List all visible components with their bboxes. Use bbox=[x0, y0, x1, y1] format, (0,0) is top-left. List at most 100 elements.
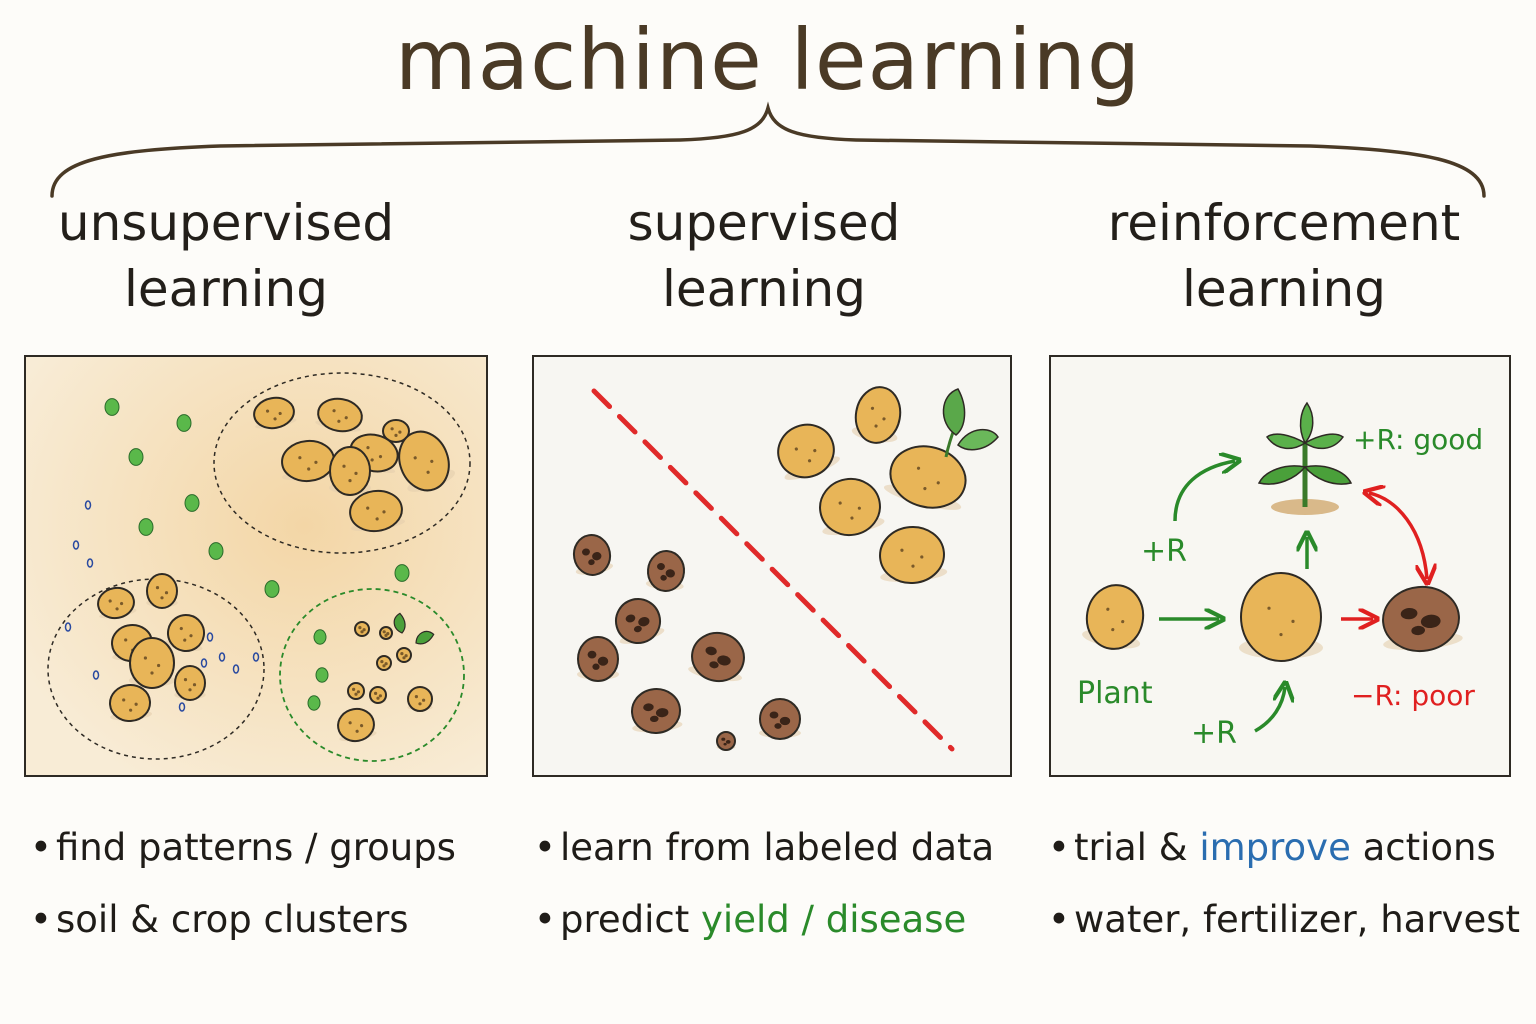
reinforcement-bullets: •trial & improve actions •water, fertili… bbox=[1048, 812, 1520, 956]
potato-icon bbox=[407, 686, 433, 712]
pebble-icon bbox=[84, 500, 92, 510]
reinforcement-panel: +R +R: good Plant +R −R: poor bbox=[1049, 355, 1511, 777]
sprout-icon bbox=[138, 518, 154, 536]
pebble-icon bbox=[252, 652, 260, 662]
diseased-potato-icon bbox=[615, 598, 665, 644]
supervised-bullets: •learn from labeled data •predict yield … bbox=[534, 812, 994, 956]
diseased-potato-icon bbox=[572, 534, 614, 576]
diseased-potato-icon bbox=[688, 631, 745, 683]
pebble-icon bbox=[64, 622, 72, 632]
supervised-title: supervised learning bbox=[534, 190, 994, 322]
classification-illustration bbox=[572, 386, 999, 752]
pebble-icon bbox=[92, 670, 100, 680]
sprout-icon bbox=[307, 695, 321, 711]
potato-icon bbox=[1239, 572, 1323, 662]
potato-icon bbox=[128, 637, 176, 689]
potato-icon bbox=[337, 707, 377, 743]
potato-icon bbox=[819, 477, 885, 537]
potato-icon bbox=[329, 446, 371, 496]
leaf-icon bbox=[942, 388, 999, 458]
supervised-panel bbox=[532, 355, 1012, 777]
sprout-icon bbox=[264, 580, 280, 598]
reinforcement-title: reinforcement learning bbox=[1054, 190, 1514, 322]
bullet-prefix: predict bbox=[560, 898, 702, 941]
leaf-icon bbox=[415, 630, 435, 645]
bullet-text: soil & crop clusters bbox=[56, 898, 409, 941]
potato-icon bbox=[851, 386, 902, 444]
potato-icon bbox=[146, 573, 178, 609]
potato-icon bbox=[879, 525, 948, 585]
reinforcement-loop-illustration: +R +R: good Plant +R −R: poor bbox=[1077, 401, 1483, 751]
pebble-icon bbox=[200, 658, 208, 668]
bullet-item: •predict yield / disease bbox=[534, 898, 967, 941]
feedback-arrow bbox=[1369, 493, 1427, 579]
potato-icon bbox=[379, 626, 393, 640]
unsupervised-title: unsupervised learning bbox=[0, 190, 456, 322]
supervised-title-line2: learning bbox=[662, 260, 866, 318]
potato-icon bbox=[382, 419, 410, 443]
potato-icon bbox=[369, 686, 387, 704]
leaf-icon bbox=[393, 612, 406, 634]
potato-icon bbox=[315, 397, 363, 433]
poor-label: −R: poor bbox=[1351, 679, 1475, 712]
potato-icon bbox=[777, 423, 840, 480]
reward-arrow-bottom bbox=[1254, 687, 1285, 733]
potato-icon bbox=[253, 396, 297, 430]
potato-icon bbox=[398, 430, 456, 492]
pebble-icon bbox=[72, 540, 80, 550]
potato-icon bbox=[883, 445, 967, 510]
diseased-potato-icon bbox=[759, 698, 801, 740]
unsupervised-title-line1: unsupervised bbox=[57, 194, 395, 252]
potato-icon bbox=[97, 586, 137, 620]
potato-icon bbox=[354, 621, 370, 637]
sprout-icon bbox=[313, 629, 327, 645]
potato-icon bbox=[281, 439, 337, 483]
unsupervised-bullets: •find patterns / groups •soil & crop clu… bbox=[30, 812, 456, 956]
reinforcement-title-line1: reinforcement bbox=[1107, 194, 1461, 252]
pebble-icon bbox=[86, 558, 94, 568]
cluster-boundary-right bbox=[279, 588, 465, 762]
potato-icon bbox=[174, 665, 206, 701]
plant-label: Plant bbox=[1077, 676, 1153, 711]
bullet-highlight: yield / disease bbox=[701, 898, 967, 941]
pebble-icon bbox=[178, 702, 186, 712]
potato-icon bbox=[396, 647, 412, 663]
potato-icon bbox=[376, 655, 392, 671]
potato-icon bbox=[349, 489, 405, 533]
cluster-illustration bbox=[26, 357, 486, 775]
reward-label-up: +R bbox=[1141, 534, 1187, 569]
sprout-icon bbox=[184, 494, 200, 512]
good-label: +R: good bbox=[1353, 423, 1483, 456]
diseased-potato-icon bbox=[631, 687, 683, 735]
diseased-potato-icon bbox=[1382, 585, 1463, 653]
unsupervised-title-line2: learning bbox=[124, 260, 328, 318]
potato-icon bbox=[347, 682, 365, 700]
reward-label-bottom: +R bbox=[1191, 716, 1237, 751]
bullet-item: •water, fertilizer, harvest bbox=[1048, 898, 1520, 941]
bullet-item: •soil & crop clusters bbox=[30, 898, 409, 941]
potato-icon bbox=[1082, 584, 1145, 650]
bullet-text: water, fertilizer, harvest bbox=[1074, 898, 1520, 941]
pebble-icon bbox=[232, 664, 240, 674]
bullet-item: •find patterns / groups bbox=[30, 826, 456, 869]
supervised-title-line1: supervised bbox=[627, 194, 901, 252]
sprout-icon bbox=[104, 398, 120, 416]
page-title: machine learning bbox=[394, 11, 1142, 109]
bullet-prefix: trial & bbox=[1074, 826, 1200, 869]
pebble-icon bbox=[218, 652, 226, 662]
sprout-icon bbox=[176, 414, 192, 432]
diseased-potato-icon bbox=[716, 731, 736, 751]
sprout-icon bbox=[128, 448, 144, 466]
diseased-potato-icon bbox=[577, 636, 619, 682]
decision-boundary bbox=[591, 388, 955, 752]
bullet-text: find patterns / groups bbox=[56, 826, 456, 869]
pebble-icon bbox=[206, 632, 214, 642]
reinforcement-title-line2: learning bbox=[1182, 260, 1386, 318]
cluster-boundary-top bbox=[213, 372, 471, 554]
unsupervised-panel bbox=[24, 355, 488, 777]
reward-arrow-up bbox=[1173, 461, 1235, 522]
bullet-highlight: improve bbox=[1199, 826, 1351, 869]
category-brace bbox=[50, 101, 1486, 198]
potato-icon bbox=[165, 614, 205, 652]
bullet-item: •learn from labeled data bbox=[534, 826, 995, 869]
